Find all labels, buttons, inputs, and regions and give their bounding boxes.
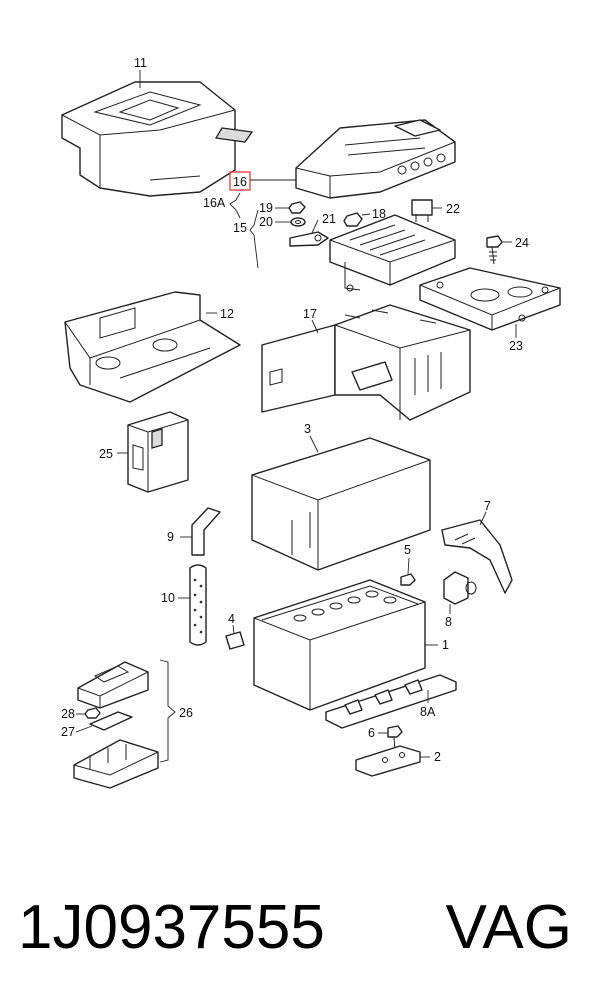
callout-20: 20 xyxy=(259,215,273,229)
part-19-nut xyxy=(288,201,306,214)
part-8a-strip xyxy=(325,674,457,729)
callout-15: 15 xyxy=(233,221,247,235)
callout-11: 11 xyxy=(134,56,147,70)
exploded-parts-diagram: 11 16 16A 19 20 21 15 18 xyxy=(61,56,561,789)
callout-8: 8 xyxy=(445,615,452,629)
callout-10: 10 xyxy=(161,591,175,605)
callout-25: 25 xyxy=(99,447,113,461)
part-3-jacket xyxy=(251,437,431,571)
part-4-cap xyxy=(225,631,245,650)
callout-26: 26 xyxy=(179,706,193,720)
callout-24: 24 xyxy=(515,236,529,250)
callout-18: 18 xyxy=(372,207,386,221)
callout-4: 4 xyxy=(228,612,235,626)
part-20-washer xyxy=(290,217,306,227)
callout-7: 7 xyxy=(484,499,491,513)
part-8-clamp xyxy=(443,571,477,605)
part-1-battery xyxy=(253,579,426,711)
part-9-vent-elbow xyxy=(191,507,221,556)
callout-27: 27 xyxy=(61,725,75,739)
part-15-fuse-base xyxy=(329,214,456,292)
callout-19: 19 xyxy=(259,201,273,215)
callout-16: 16 xyxy=(233,175,247,189)
part-25-relay xyxy=(127,411,189,493)
part-26-fuse-assembly xyxy=(73,661,159,789)
callout-5: 5 xyxy=(404,543,411,557)
part-10-vent-hose xyxy=(189,564,207,646)
callout-17: 17 xyxy=(303,307,317,321)
callout-23: 23 xyxy=(509,339,523,353)
callout-3: 3 xyxy=(304,422,311,436)
callout-1: 1 xyxy=(442,638,449,652)
callout-12: 12 xyxy=(220,307,234,321)
part-28-nut xyxy=(84,707,101,719)
callout-16-highlight xyxy=(229,171,251,191)
part-16-fuse-carrier xyxy=(295,119,456,199)
part-2-clamp-plate xyxy=(355,745,421,777)
callout-28: 28 xyxy=(61,707,75,721)
part-17-housing xyxy=(261,304,471,421)
callout-6: 6 xyxy=(368,726,375,740)
part-22-fuse xyxy=(411,199,433,222)
callout-21: 21 xyxy=(322,212,336,226)
part-11-cover xyxy=(61,81,254,197)
part-5-bolt xyxy=(400,573,416,586)
part-21-lug xyxy=(289,231,329,247)
part-23-base-plate xyxy=(419,267,561,331)
callout-9: 9 xyxy=(167,530,174,544)
brand-label: VAG xyxy=(445,893,572,962)
callout-22: 22 xyxy=(446,202,460,216)
part-18-nut xyxy=(343,212,363,227)
part-12-tray xyxy=(64,291,241,403)
part-7-terminal-cover xyxy=(441,519,513,594)
part-number: 1J0937555 xyxy=(18,893,325,962)
part-6-screw xyxy=(387,725,403,753)
callout-16a: 16A xyxy=(203,196,226,210)
callout-8a: 8A xyxy=(420,705,436,719)
callout-2: 2 xyxy=(434,750,441,764)
part-24-screw xyxy=(486,235,503,265)
